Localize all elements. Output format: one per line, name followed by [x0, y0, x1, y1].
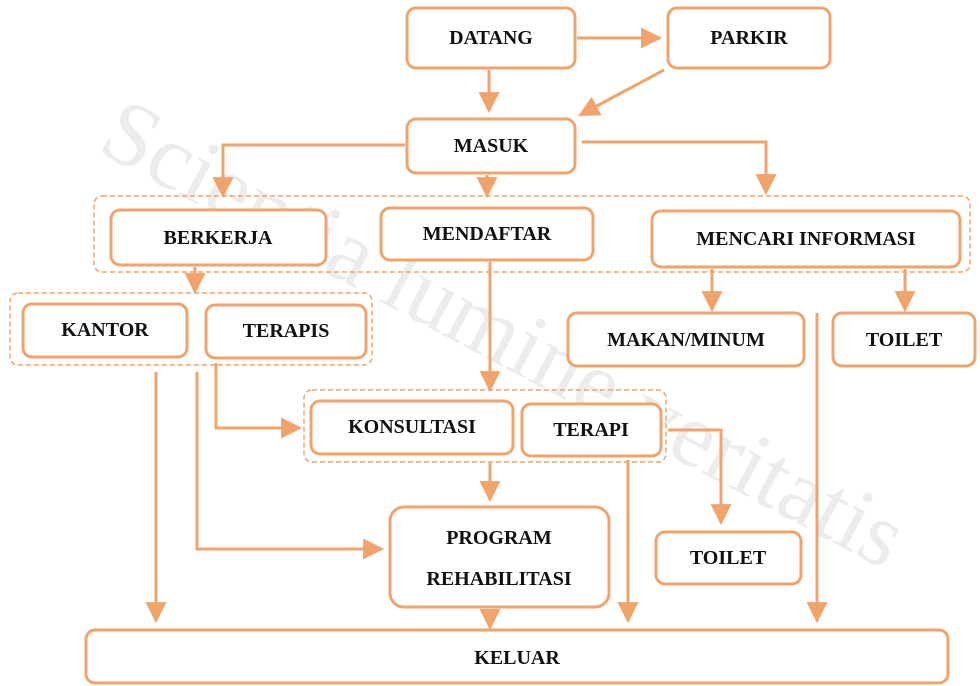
node-datang-label: DATANG [449, 27, 533, 49]
node-parkir-label: PARKIR [710, 27, 788, 49]
arrow-terapis-konsultasi [214, 363, 303, 439]
node-mendaftar-box [379, 206, 595, 262]
node-keluar-label: KELUAR [474, 647, 560, 669]
node-konsultasi-label: KONSULTASI [348, 416, 476, 438]
node-terapis-box [204, 303, 368, 360]
flow-arrows [145, 27, 916, 631]
node-parkir-box [666, 6, 832, 70]
node-informasi-box [650, 209, 962, 269]
node-datang-box [405, 6, 577, 70]
node-makan-label: MAKAN/MINUM [607, 329, 765, 351]
node-mendaftar-label: MENDAFTAR [423, 223, 552, 245]
node-program-label-line2: REHABILITASI [426, 568, 571, 590]
node-terapis-label: TERAPIS [243, 320, 330, 342]
node-terapi-label: TERAPI [553, 419, 629, 441]
node-masuk-box [405, 117, 577, 175]
arrow-masuk-berkerja [212, 143, 405, 199]
arrow-terapi-toilet [668, 428, 732, 526]
node-konsultasi-box [309, 399, 515, 456]
node-toilet1-box [831, 311, 977, 368]
node-makan-box [566, 311, 806, 368]
node-toilet1-label: TOILET [866, 329, 943, 351]
node-informasi-label: MENCARI INFORMASI [696, 228, 916, 250]
arrow-masuk-informasi [582, 140, 777, 196]
arrow-parkir-masuk [578, 68, 665, 117]
node-keluar-box [84, 628, 950, 685]
node-masuk-label: MASUK [454, 135, 529, 157]
node-program-label-line1: PROGRAM [446, 527, 552, 549]
node-toilet2-label: TOILET [690, 547, 767, 569]
node-berkerja-box [109, 208, 328, 267]
node-kantor-box [21, 302, 189, 359]
arrow-terapis-program [195, 372, 385, 560]
node-terapi-box [520, 402, 663, 458]
node-kantor-label: KANTOR [61, 319, 149, 341]
node-berkerja-label: BERKERJA [164, 227, 273, 249]
node-toilet2-box [654, 530, 803, 586]
node-program-box [388, 505, 611, 609]
